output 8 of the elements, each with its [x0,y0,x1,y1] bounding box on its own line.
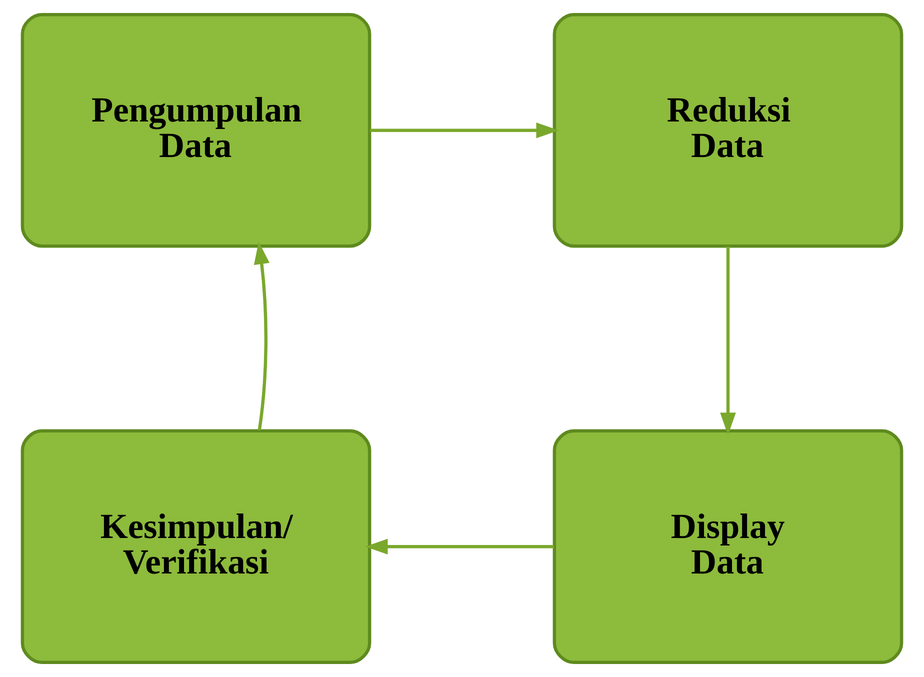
arrow [370,122,559,138]
arrow [365,538,554,555]
node-box: Kesimpulan/ Verifikasi [20,429,372,664]
arrow [254,242,270,430]
node-box: Pengumpulan Data [20,13,372,248]
node-box: Display Data [552,429,904,664]
node-box: Reduksi Data [552,13,904,248]
arrow [720,246,736,436]
